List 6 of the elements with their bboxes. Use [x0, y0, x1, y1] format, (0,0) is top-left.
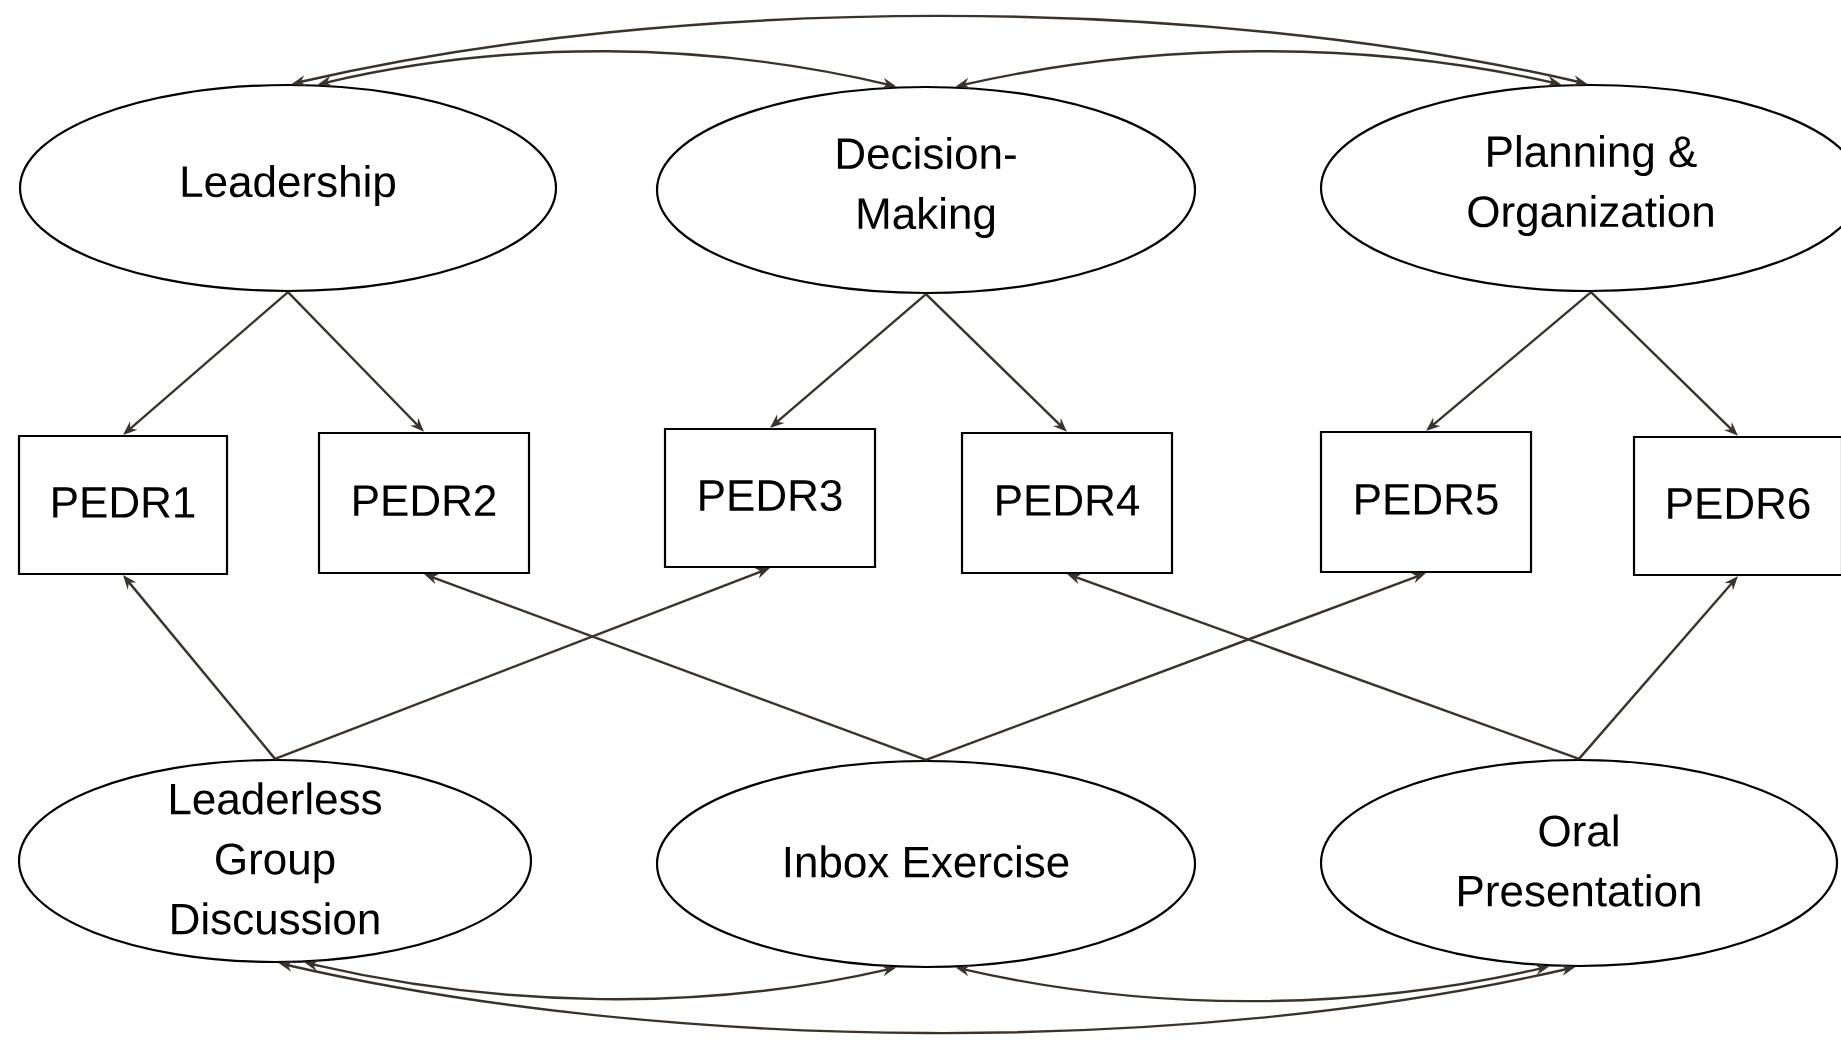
indicator-box: PEDR3	[663, 427, 877, 569]
indicator-box: PEDR4	[960, 431, 1174, 575]
indicator-box: PEDR6	[1632, 435, 1841, 577]
indicator-box: PEDR5	[1319, 430, 1533, 574]
indicator-box: PEDR2	[317, 431, 531, 575]
indicator-box: PEDR1	[17, 434, 229, 576]
